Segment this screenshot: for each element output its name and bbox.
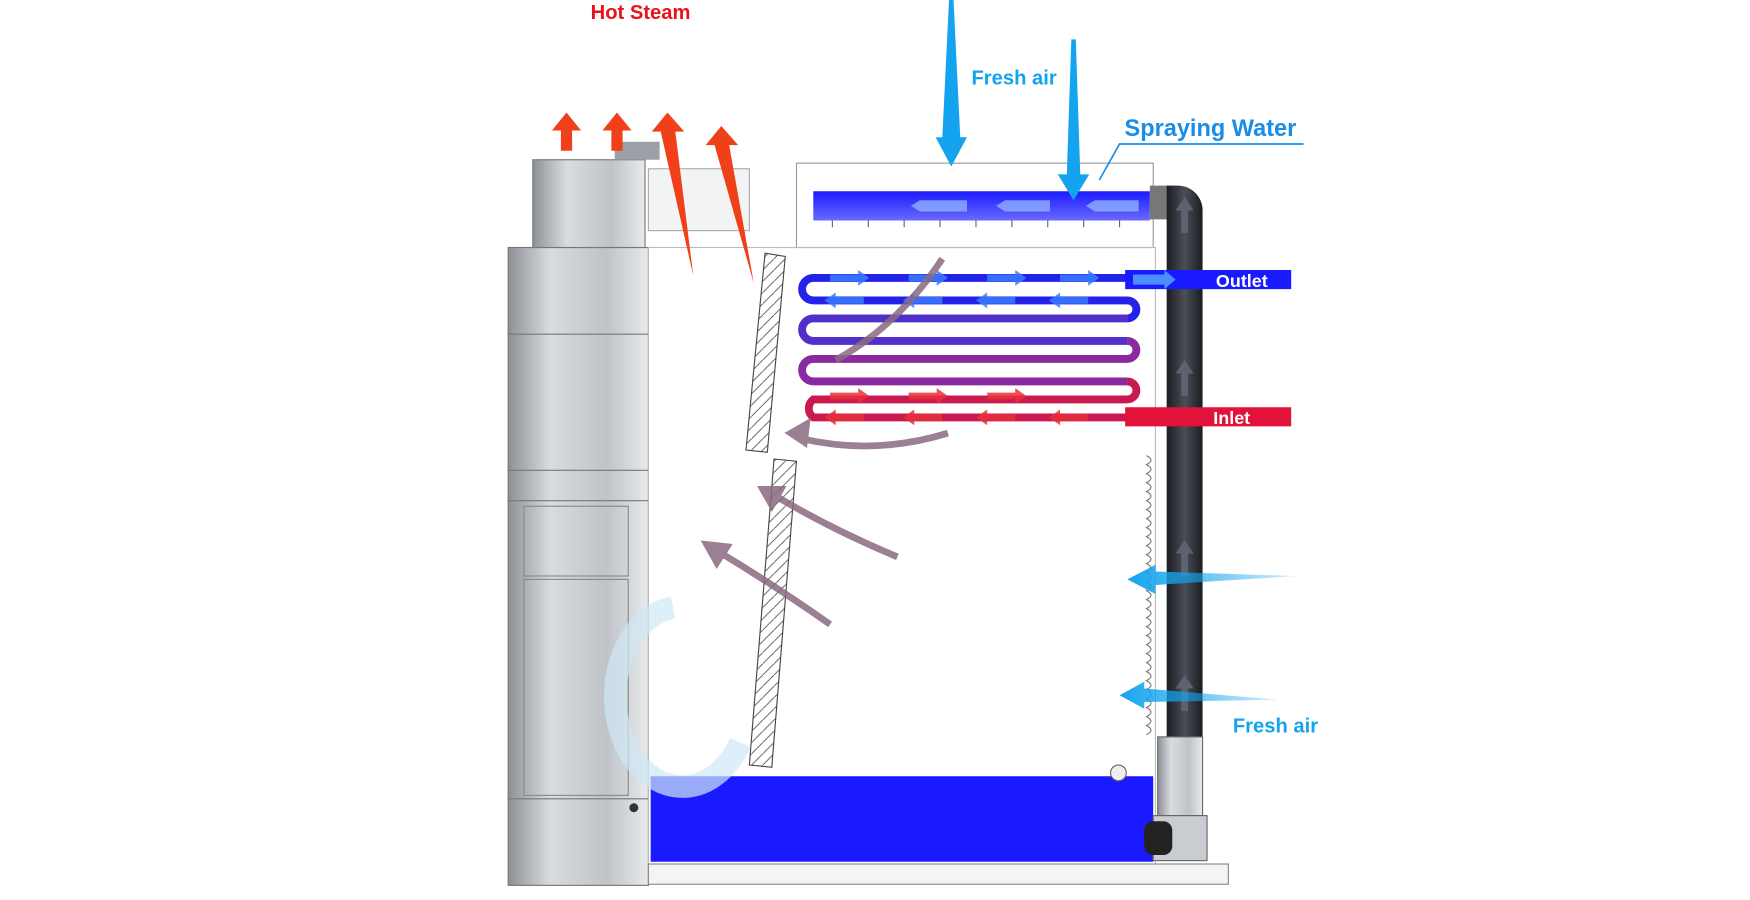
spray-header-pipe — [813, 191, 1150, 228]
fresh-air-top-label: Fresh air — [971, 67, 1056, 89]
water-basin — [650, 776, 1154, 862]
drift-eliminator — [745, 252, 798, 768]
drain-valve-icon — [629, 803, 639, 813]
fill-media — [790, 466, 1139, 732]
spraying-water-leader — [1098, 143, 1304, 181]
logo-watermark — [603, 596, 751, 798]
float-valve-icon — [1110, 764, 1127, 782]
cabinet-side-panel — [507, 246, 649, 886]
inlet-label: Inlet — [1213, 408, 1250, 428]
pump — [1110, 736, 1208, 862]
fan-housing — [532, 141, 750, 249]
base-frame — [647, 863, 1229, 885]
spraying-water-label: Spraying Water — [1125, 115, 1297, 141]
fresh-air-side-label: Fresh air — [1233, 715, 1318, 737]
exhaust-air-arrows — [700, 256, 949, 628]
inlet-pipe: Inlet — [1125, 407, 1292, 428]
heat-exchange-coil — [798, 273, 1141, 422]
riser-pipe — [1149, 185, 1203, 743]
fresh-air-side-arrows — [1119, 564, 1296, 709]
hot-steam-label: Hot Steam — [591, 2, 691, 24]
fresh-air-down-arrows — [935, 0, 1090, 201]
outlet-pipe: Outlet — [1125, 270, 1292, 291]
outlet-label: Outlet — [1216, 271, 1268, 291]
hot-steam-arrows — [551, 112, 754, 284]
coil-flow-arrows-hot — [824, 388, 1089, 426]
